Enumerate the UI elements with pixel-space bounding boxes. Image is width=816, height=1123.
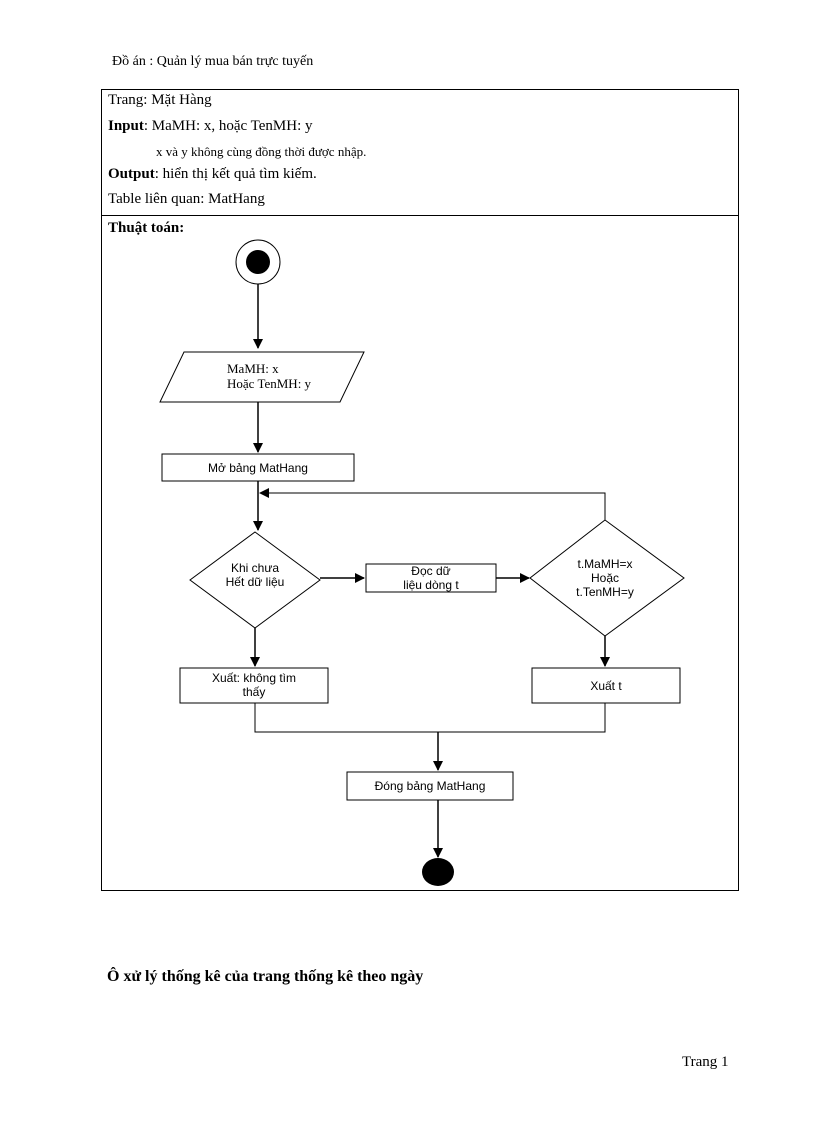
specification-table: Trang: Mặt Hàng Input: MaMH: x, hoặc Ten… bbox=[101, 89, 739, 891]
input-line-1: MaMH: x bbox=[227, 361, 279, 376]
table-value: MatHang bbox=[208, 191, 265, 207]
page-row: Trang: Mặt Hàng bbox=[108, 92, 212, 109]
document-header: Đồ án : Quản lý mua bán trực tuyến bbox=[112, 54, 314, 69]
condition-line-1: t.MaMH=x bbox=[577, 557, 632, 571]
algorithm-label: Thuật toán: bbox=[108, 220, 185, 236]
not-found-line-1: Xuất: không tìm bbox=[212, 671, 296, 685]
specification-header: Trang: Mặt Hàng Input: MaMH: x, hoặc Ten… bbox=[102, 90, 738, 216]
open-table-label: Mở bảng MatHang bbox=[208, 461, 308, 475]
page-value: Mặt Hàng bbox=[151, 92, 212, 108]
input-value: : MaMH: x, hoặc TenMH: y bbox=[143, 118, 313, 134]
merge-connector bbox=[254, 703, 606, 733]
output-row: Output: hiển thị kết quả tìm kiếm. bbox=[108, 166, 317, 183]
page-number: Trang 1 bbox=[682, 1054, 729, 1070]
condition-line-2: Hoặc bbox=[591, 571, 619, 585]
output-t-label: Xuất t bbox=[590, 679, 622, 693]
condition-line-3: t.TenMH=y bbox=[576, 585, 634, 599]
section-title: Ô xử lý thống kê của trang thống kê theo… bbox=[107, 968, 424, 985]
not-found-line-2: thấy bbox=[243, 685, 266, 699]
read-data-box: Đọc dữ liệu dòng t bbox=[365, 563, 497, 593]
page-label: Trang: bbox=[108, 92, 148, 108]
close-table-label: Đóng bảng MatHang bbox=[375, 779, 486, 793]
not-found-box: Xuất: không tìm thấy bbox=[179, 667, 329, 704]
output-t-box: Xuất t bbox=[531, 667, 681, 704]
table-row: Table liên quan: MatHang bbox=[108, 191, 265, 208]
search-flowchart: MaMH: x Hoặc TenMH: y Mở bảng MatHang Kh… bbox=[159, 239, 685, 886]
loop-line-1: Khi chưa bbox=[231, 561, 279, 575]
end-node bbox=[422, 858, 454, 886]
output-label: Output bbox=[108, 166, 155, 182]
table-label: Table liên quan: bbox=[108, 191, 205, 207]
input-line-2: Hoặc TenMH: y bbox=[227, 376, 312, 391]
open-table-box: Mở bảng MatHang bbox=[161, 453, 355, 482]
condition-decision: t.MaMH=x Hoặc t.TenMH=y bbox=[529, 519, 685, 637]
read-line-1: Đọc dữ bbox=[411, 564, 450, 578]
input-row: Input: MaMH: x, hoặc TenMH: y bbox=[108, 118, 313, 135]
input-label: Input bbox=[108, 118, 144, 134]
start-node bbox=[235, 239, 281, 285]
loop-line-2: Hết dữ liệu bbox=[226, 575, 285, 589]
close-table-box: Đóng bảng MatHang bbox=[346, 771, 514, 801]
input-note: x và y không cùng đồng thời được nhập. bbox=[156, 144, 367, 159]
loop-decision: Khi chưa Hết dữ liệu bbox=[189, 531, 321, 629]
input-parallelogram: MaMH: x Hoặc TenMH: y bbox=[159, 351, 365, 403]
loop-back-arrow bbox=[259, 488, 606, 520]
read-line-2: liệu dòng t bbox=[403, 578, 459, 592]
output-value: : hiển thị kết quả tìm kiếm. bbox=[154, 166, 317, 182]
